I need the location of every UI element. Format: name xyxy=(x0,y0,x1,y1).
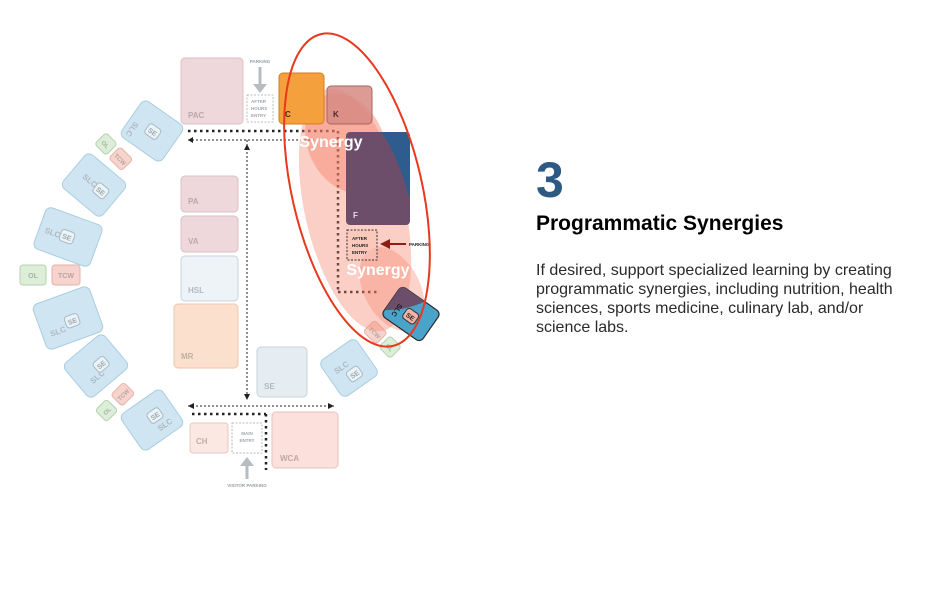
wca-block: WCA xyxy=(271,411,339,469)
svg-text:SE: SE xyxy=(349,369,361,380)
after-hours-entry-mid: AFTER HOURS ENTRY xyxy=(346,229,378,261)
ol-tcw-group-2: OL TCW xyxy=(19,264,81,286)
culinary-block: C xyxy=(278,72,325,125)
slide-description: If desired, support specialized learning… xyxy=(536,262,893,336)
svg-text:ENTRY: ENTRY xyxy=(251,113,266,118)
after-hours-entry-top: AFTER HOURS ENTRY xyxy=(246,94,274,123)
svg-text:SE: SE xyxy=(150,411,162,422)
svg-text:AFTER: AFTER xyxy=(251,99,267,104)
science-lab-pod: SLC SE xyxy=(382,286,440,342)
parking-sign-top: PARKING xyxy=(250,59,271,93)
synergy-zone: C K F AFTER HOURS ENTRY PARKING SLC SE xyxy=(278,32,440,348)
learning-community-pod-1: SLC SE xyxy=(120,100,184,162)
svg-text:CH: CH xyxy=(196,437,208,446)
svg-text:ENTRY: ENTRY xyxy=(352,250,367,255)
svg-text:OL: OL xyxy=(103,407,113,417)
pa-block: PA xyxy=(180,175,239,213)
svg-text:TCW: TCW xyxy=(58,273,74,280)
step-number: 3 xyxy=(536,152,564,208)
se-block: SE xyxy=(256,346,308,398)
svg-text:HOURS: HOURS xyxy=(251,106,267,111)
svg-text:K: K xyxy=(333,110,339,119)
ol-tcw-group-3: OL TCW xyxy=(95,382,135,422)
svg-text:HOURS: HOURS xyxy=(352,243,368,248)
synergy-outline xyxy=(283,32,431,348)
learning-community-pod-4: SLC SE xyxy=(32,286,104,350)
synergy-label-top: Synergy xyxy=(299,134,362,151)
svg-text:SE: SE xyxy=(404,312,416,323)
va-block: VA xyxy=(180,215,239,253)
visitor-parking-sign: VISITOR PARKING xyxy=(227,457,267,488)
campus-diagram: SLC SE SLC SE SLC SE SLC SE SLC SE SLC S… xyxy=(19,32,440,488)
learning-community-pod-7: SLC SE xyxy=(320,339,378,397)
svg-text:F: F xyxy=(353,211,358,220)
svg-text:OL: OL xyxy=(28,273,38,280)
svg-text:SE: SE xyxy=(146,127,158,138)
svg-text:OL: OL xyxy=(99,140,109,150)
svg-text:MR: MR xyxy=(181,352,194,361)
svg-text:MAIN: MAIN xyxy=(241,431,253,436)
slide-title: Programmatic Synergies xyxy=(536,212,784,235)
text-panel: 3 Programmatic Synergies If desired, sup… xyxy=(536,152,916,337)
learning-community-pod-6: SLC SE xyxy=(120,389,184,451)
svg-text:WCA: WCA xyxy=(280,454,299,463)
learning-community-pod-5: SLC SE xyxy=(63,334,129,398)
svg-text:OL: OL xyxy=(384,343,394,353)
svg-text:PARKING: PARKING xyxy=(409,242,430,247)
svg-text:ENTRY: ENTRY xyxy=(239,438,254,443)
parking-arrow-right: PARKING xyxy=(380,239,430,249)
hsl-block: HSL xyxy=(180,255,239,302)
svg-text:SE: SE xyxy=(264,382,275,391)
svg-text:PARKING: PARKING xyxy=(250,59,271,64)
svg-text:SE: SE xyxy=(67,317,78,327)
svg-text:PAC: PAC xyxy=(188,111,205,120)
svg-text:SE: SE xyxy=(61,233,72,243)
learning-community-pod-3: SLC SE xyxy=(33,207,103,267)
svg-text:PA: PA xyxy=(188,197,199,206)
ch-block: CH xyxy=(189,422,229,454)
circulation-paths xyxy=(188,129,380,470)
ol-tcw-group-1: OL TCW xyxy=(95,133,133,171)
svg-text:HSL: HSL xyxy=(188,286,204,295)
mr-block: MR xyxy=(173,303,239,369)
svg-text:C: C xyxy=(285,110,291,119)
svg-text:SE: SE xyxy=(94,186,106,198)
svg-text:VA: VA xyxy=(188,237,199,246)
pac-block: PAC xyxy=(180,57,244,125)
svg-text:VISITOR PARKING: VISITOR PARKING xyxy=(227,483,267,488)
learning-community-pod-2: SLC SE xyxy=(61,153,127,217)
synergy-label-bottom: Synergy xyxy=(346,262,409,279)
svg-text:SE: SE xyxy=(96,360,108,372)
kitchen-block: K xyxy=(326,85,373,125)
fitness-block: F xyxy=(346,132,410,225)
svg-text:AFTER: AFTER xyxy=(352,236,368,241)
main-entry-sign: MAIN ENTRY xyxy=(231,422,263,454)
